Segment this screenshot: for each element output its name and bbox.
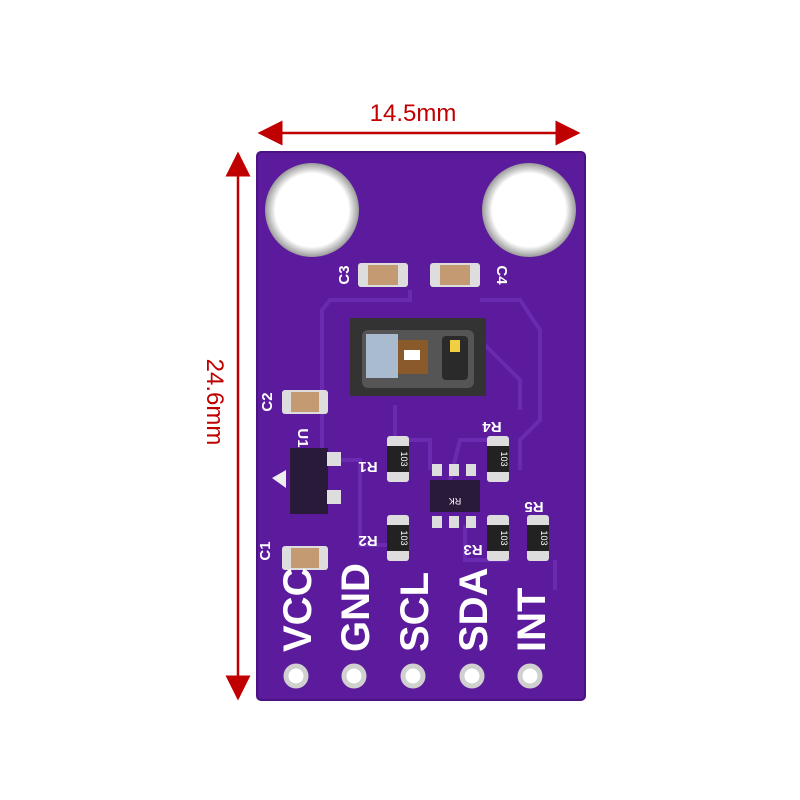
svg-text:C2: C2 [259, 392, 276, 411]
resistor-r5: 103 R5 [524, 498, 549, 561]
width-label: 14.5mm [370, 100, 457, 127]
pin-label-sda: SDA [452, 568, 496, 652]
mounting-hole-left [265, 163, 359, 257]
capacitor-c4: C4 [430, 263, 510, 287]
height-label: 24.6mm [201, 359, 228, 446]
pin-hole-gnd [341, 663, 367, 689]
svg-text:R4: R4 [482, 418, 502, 435]
svg-text:U1: U1 [294, 428, 311, 447]
svg-text:R5: R5 [524, 498, 543, 515]
resistor-r4: 103 R4 [482, 418, 509, 482]
pin-label-int: INT [510, 588, 554, 652]
regulator-u1: U1 [272, 428, 341, 514]
pin-label-vcc: VCC [276, 568, 320, 652]
svg-text:RK: RK [449, 496, 462, 506]
svg-text:R3: R3 [463, 541, 482, 558]
svg-text:C4: C4 [493, 265, 510, 285]
capacitor-c1: C1 [257, 541, 328, 570]
svg-text:103: 103 [499, 530, 509, 545]
svg-text:103: 103 [399, 451, 409, 466]
mounting-hole-right [482, 163, 576, 257]
pin-hole-vcc [283, 663, 309, 689]
capacitor-c3: C3 [336, 263, 408, 287]
resistor-r1: 103 R1 [358, 436, 409, 482]
resistor-r2: 103 R2 [358, 515, 409, 561]
svg-text:103: 103 [499, 451, 509, 466]
resistor-r3: 103 R3 [463, 515, 509, 561]
svg-text:C3: C3 [336, 265, 353, 284]
sensor-chip [350, 318, 486, 396]
svg-text:R2: R2 [358, 532, 377, 549]
pin-hole-sda [459, 663, 485, 689]
pin-label-gnd: GND [334, 563, 378, 652]
ic-chip: RK [430, 464, 480, 528]
pin-hole-int [517, 663, 543, 689]
pin-label-scl: SCL [393, 572, 437, 652]
svg-text:R1: R1 [358, 458, 377, 475]
pcb-board [257, 152, 585, 700]
pin-hole-scl [400, 663, 426, 689]
svg-text:C1: C1 [257, 541, 274, 560]
svg-text:103: 103 [399, 530, 409, 545]
capacitor-c2: C2 [259, 390, 328, 414]
svg-text:103: 103 [539, 530, 549, 545]
